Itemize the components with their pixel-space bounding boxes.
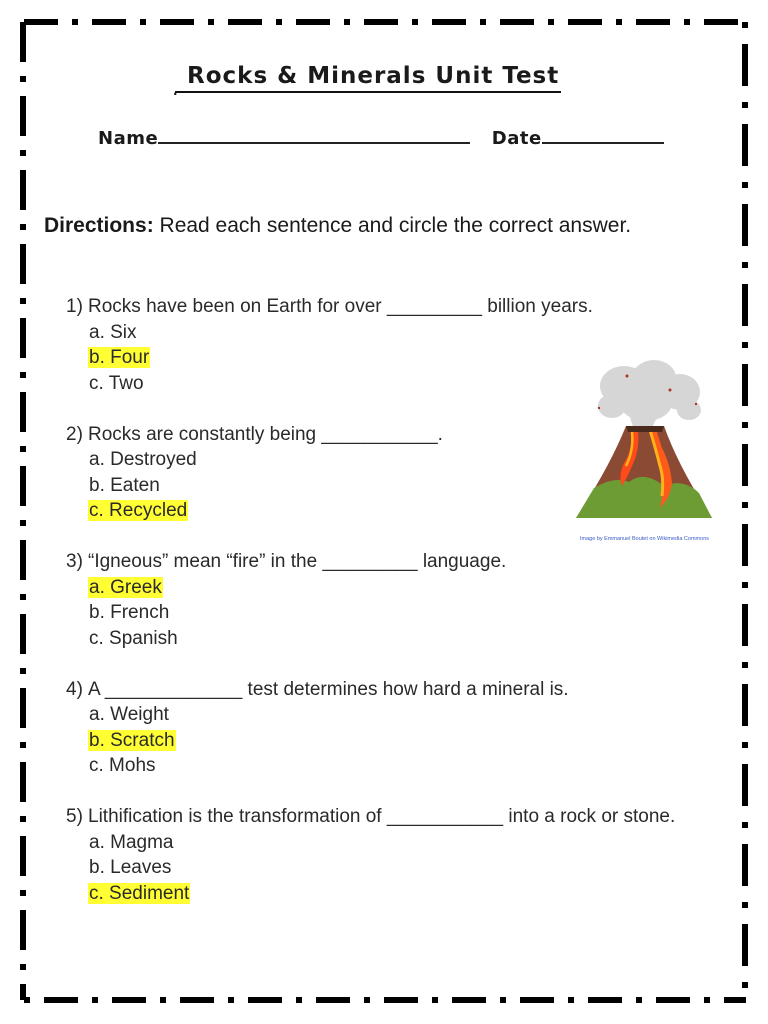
question-text: Rocks have been on Earth for over ______… [88,296,593,317]
question-list: 1)Rocks have been on Earth for over ____… [66,294,706,932]
date-label: Date [491,128,542,149]
highlighted-answer: c. Recycled [88,500,189,521]
choice-a[interactable]: a. Magma [89,831,174,853]
date-blank[interactable] [541,124,664,144]
directions-label: Directions: [44,214,154,237]
question-number: 1) [66,296,83,317]
question-text: A _____________ test determines how hard… [88,678,569,700]
question-5: 5)Lithification is the transformation of… [66,804,706,906]
directions: Directions: Read each sentence and circl… [44,214,631,238]
question-text: “Igneous” mean “fire” in the _________ l… [88,551,507,572]
choice-b[interactable]: b. Scratch [66,728,706,754]
smoke-plume [598,360,701,431]
volcano-grass [576,476,712,518]
choice-b[interactable]: b. French [89,602,170,623]
question-4: 4)A _____________ test determines how ha… [66,677,706,779]
question-2: 2)Rocks are constantly being ___________… [66,422,706,524]
highlighted-answer: a. Greek [88,576,163,598]
choice-a[interactable]: a. Greek [66,575,706,601]
choice-a[interactable]: a. Weight [89,704,169,725]
name-blank[interactable] [158,124,471,144]
question-number: 5) [66,806,83,827]
image-credit: Image by Emmanuel Boutet on Wikimedia Co… [580,536,709,542]
highlighted-answer: b. Four [88,347,151,368]
title-text: Rocks & Minerals Unit Test [187,63,560,89]
name-date-line: Name Date [98,124,664,149]
directions-text: Read each sentence and circle the correc… [153,214,632,237]
choice-b[interactable]: b. Four [66,345,706,371]
question-3: 3)“Igneous” mean “fire” in the _________… [66,549,706,651]
name-label: Name [98,128,159,149]
question-text: Rocks are constantly being ___________. [88,423,443,445]
question-1: 1)Rocks have been on Earth for over ____… [66,294,706,396]
choice-c[interactable]: c. Mohs [89,755,156,776]
question-text: Lithification is the transformation of _… [88,806,676,827]
question-number: 2) [66,423,83,445]
choice-c[interactable]: c. Sediment [66,881,706,907]
volcano-illustration [576,360,712,518]
highlighted-answer: c. Sediment [88,882,191,904]
question-number: 3) [66,551,83,572]
choice-a[interactable]: a. Destroyed [89,449,197,470]
choice-a[interactable]: a. Six [89,321,137,343]
choice-c[interactable]: c. Recycled [66,498,706,524]
choice-b[interactable]: b. Eaten [89,474,160,496]
choice-c[interactable]: c. Spanish [89,627,178,649]
worksheet-title: . Rocks & Minerals Unit Test [173,62,562,98]
question-number: 4) [66,678,83,700]
title-mark: . [173,84,179,98]
highlighted-answer: b. Scratch [88,729,176,751]
choice-b[interactable]: b. Leaves [89,857,172,878]
choice-c[interactable]: c. Two [89,372,144,394]
